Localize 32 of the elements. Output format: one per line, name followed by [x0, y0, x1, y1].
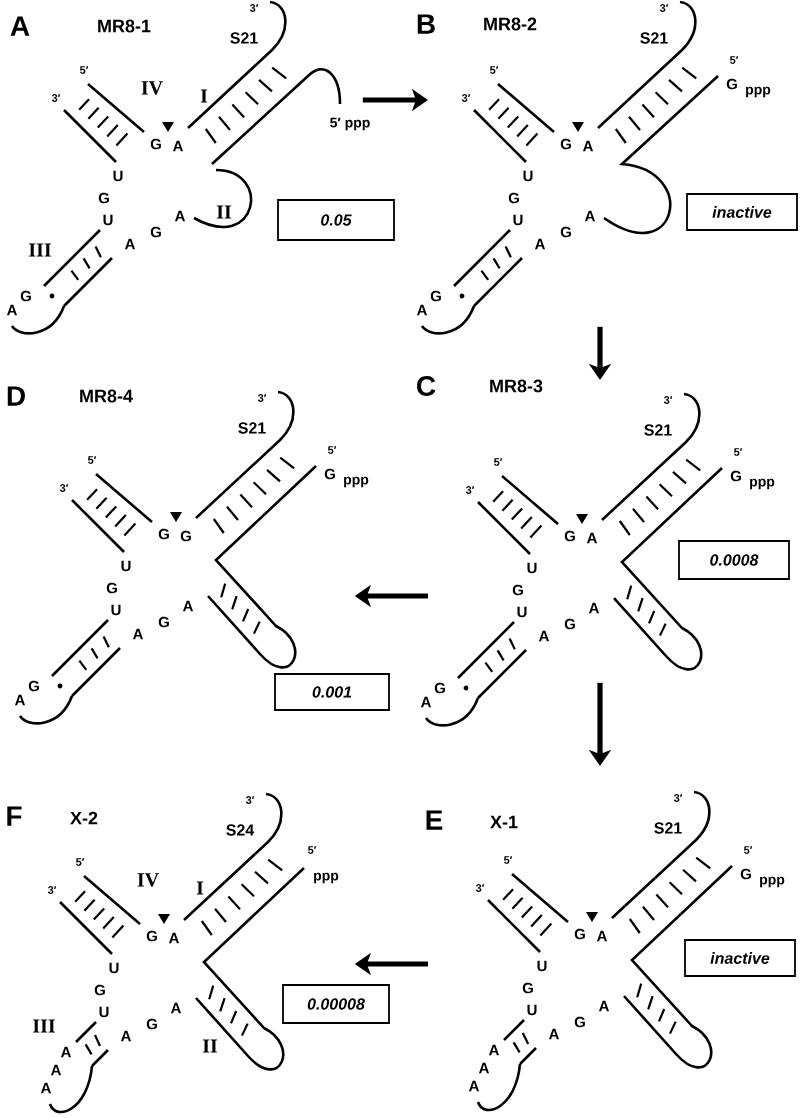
value-box: 0.001	[274, 673, 390, 711]
stem-label: IV	[137, 873, 159, 887]
stem-label: III	[29, 243, 51, 257]
stem-label: III	[33, 1019, 55, 1033]
strand-label: S24	[226, 824, 255, 836]
structure-name: X-1	[490, 815, 518, 829]
panel-letter: C	[417, 376, 436, 396]
panel-letter: F	[7, 806, 22, 826]
structure-name: MR8-2	[484, 17, 537, 31]
structure-name: X-2	[70, 811, 98, 825]
strand-label: S21	[654, 822, 682, 834]
structure-name: MR8-3	[490, 379, 543, 393]
stem-label: IV	[141, 81, 163, 95]
value-box: inactive	[686, 193, 798, 231]
structure-name: MR8-4	[80, 389, 133, 403]
panel-letter: A	[10, 16, 30, 36]
stem-label: I	[200, 89, 208, 103]
strand-label: S21	[644, 424, 672, 436]
panel-letter: E	[426, 810, 443, 830]
value-box: 0.0008	[678, 540, 790, 580]
strand-label: S21	[640, 32, 668, 44]
strand-label: S21	[238, 422, 266, 434]
stem-label: I	[196, 881, 204, 895]
structure-name: MR8-1	[98, 19, 151, 33]
stem-label: II	[216, 205, 232, 219]
panel-letter: D	[7, 386, 25, 406]
value-box: inactive	[684, 939, 796, 977]
strand-label: S21	[230, 32, 258, 44]
stem-label: II	[202, 1039, 218, 1053]
value-box: 0.05	[277, 199, 395, 241]
value-box: 0.00008	[282, 984, 390, 1024]
panel-letter: B	[417, 14, 435, 34]
